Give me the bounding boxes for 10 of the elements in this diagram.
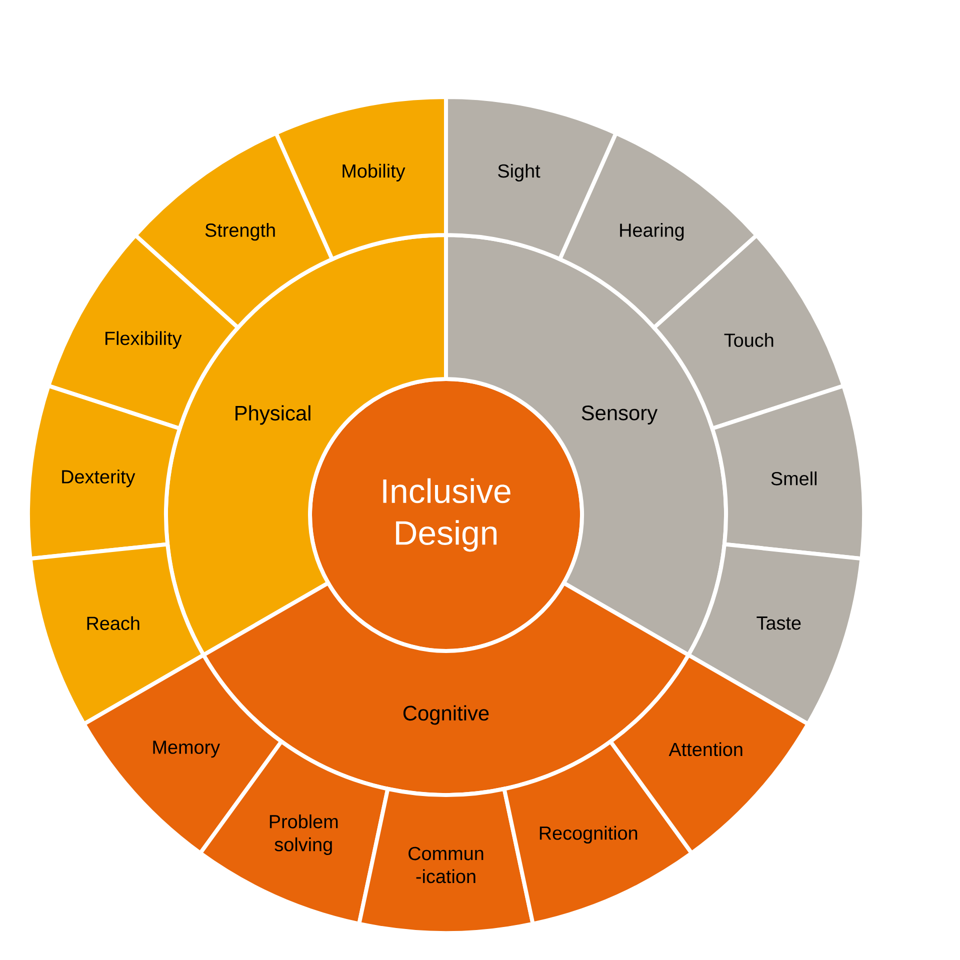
outer-segment: Reach: [28, 542, 206, 726]
outer-segment: Smell: [710, 384, 866, 561]
node-label: Commun -ication: [408, 846, 484, 884]
outer-segment: Strength: [133, 131, 334, 330]
outer-segment: Sight: [444, 95, 618, 262]
outer-segment: Taste: [686, 542, 864, 726]
outer-segment: Mobility: [274, 95, 448, 262]
outer-segment: Dexterity: [26, 384, 182, 561]
outer-segment: Commun -ication: [357, 786, 535, 935]
outer-segment: Hearing: [558, 131, 759, 330]
